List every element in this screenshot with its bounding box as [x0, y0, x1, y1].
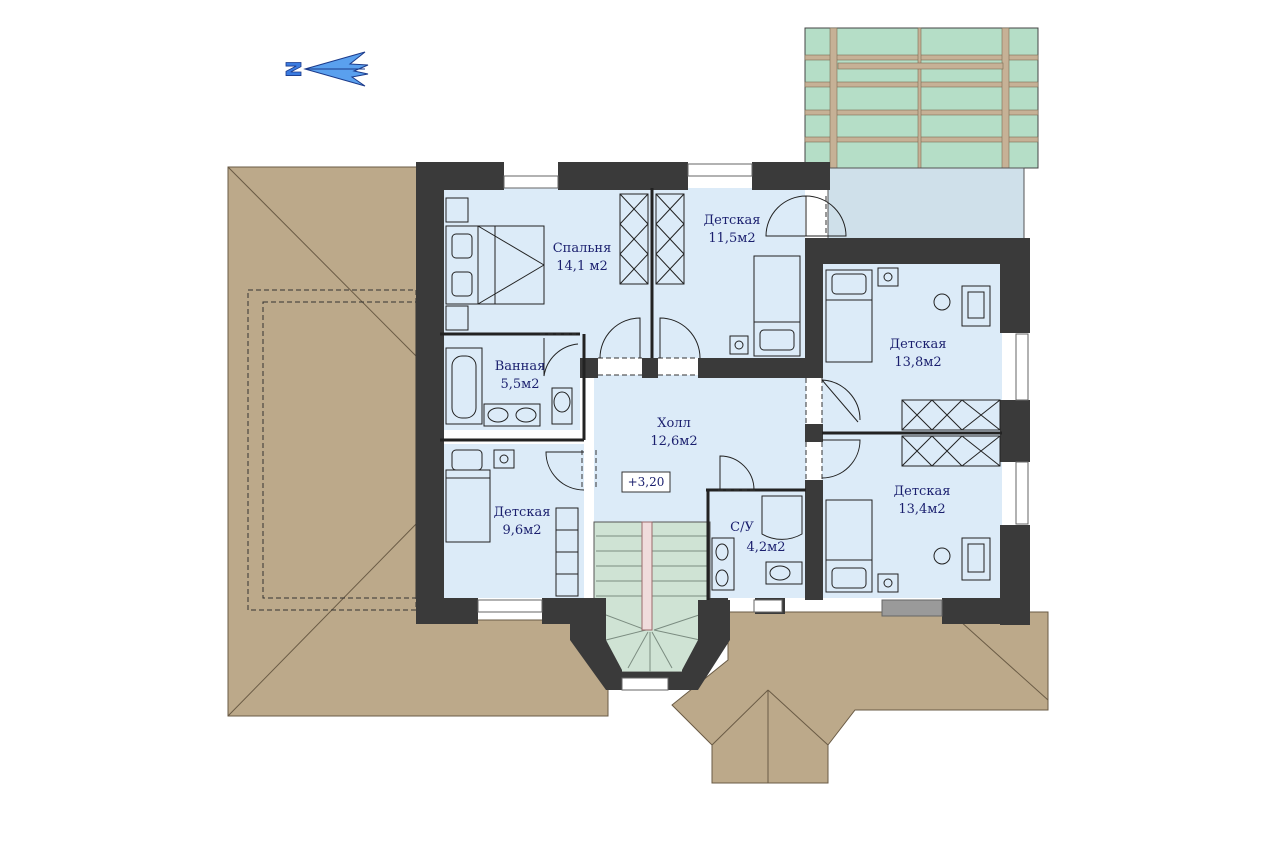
room-name-bedroom: Спальня — [553, 241, 612, 256]
balcony — [804, 27, 1039, 169]
room-area-child1: 11,5м2 — [708, 231, 755, 246]
child2-furniture — [825, 267, 1001, 431]
staircase — [593, 521, 711, 673]
room-area-hall: 12,6м2 — [650, 434, 697, 449]
elevation-mark: +3,20 — [628, 475, 665, 489]
room-area-child3: 9,6м2 — [502, 523, 541, 538]
room-name-wc: С/У — [730, 520, 754, 535]
child4-furniture — [825, 435, 1001, 593]
room-area-bedroom: 14,1 м2 — [556, 259, 607, 274]
room-labels: Спальня 14,1 м2 Детская 11,5м2 Детская 1… — [494, 213, 951, 555]
north-letter: N — [282, 61, 306, 78]
elevation-mark-box — [621, 471, 671, 493]
room-name-child2: Детская — [890, 337, 947, 352]
terrace — [827, 167, 1025, 241]
child1-furniture — [729, 255, 801, 357]
wc-fixtures — [711, 495, 803, 591]
room-area-wc: 4,2м2 — [746, 540, 785, 555]
roof-right — [671, 611, 1049, 784]
windows — [477, 163, 1029, 691]
partitions — [440, 188, 1002, 600]
child3-furniture — [445, 449, 579, 597]
door-swings — [543, 195, 861, 491]
room-area-child4: 13,4м2 — [898, 502, 945, 517]
room-name-bathroom: Ванная — [495, 359, 546, 374]
room-name-child1: Детская — [704, 213, 761, 228]
room-name-hall: Холл — [657, 416, 691, 431]
bedroom-furniture — [445, 193, 685, 331]
floor-areas — [440, 188, 1002, 598]
room-area-bathroom: 5,5м2 — [500, 377, 539, 392]
room-name-child4: Детская — [894, 484, 951, 499]
room-name-child3: Детская — [494, 505, 551, 520]
bathroom-fixtures — [445, 347, 573, 427]
north-arrow — [303, 51, 369, 87]
room-area-child2: 13,8м2 — [894, 355, 941, 370]
